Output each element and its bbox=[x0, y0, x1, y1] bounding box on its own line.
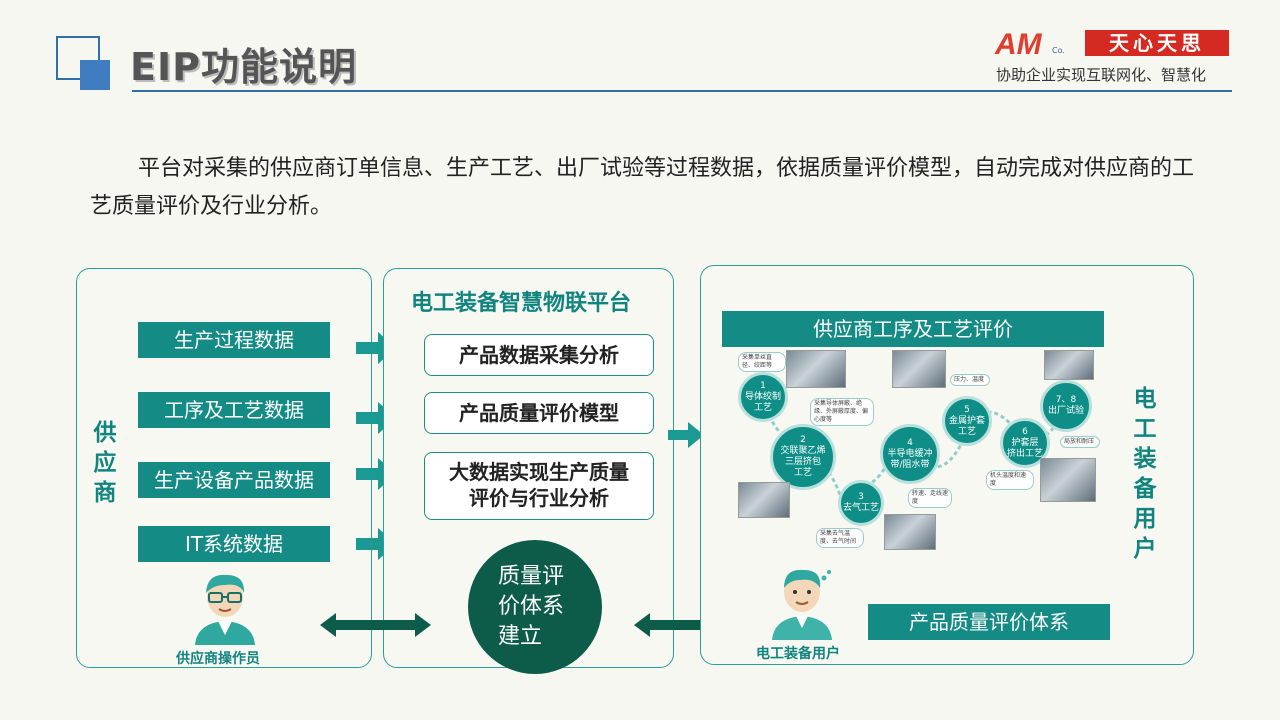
equipment-photo bbox=[786, 350, 846, 388]
equipment-photo bbox=[1044, 350, 1094, 380]
parameter-tag: 局放和耐压 bbox=[1060, 436, 1100, 448]
supplier-item: 生产设备产品数据 bbox=[138, 462, 330, 498]
arrow-right-icon bbox=[668, 422, 704, 448]
parameter-tag: 采集去气温度、去气时间 bbox=[816, 528, 864, 548]
company-logo-text: 天心天思 bbox=[1085, 30, 1229, 56]
supplier-operator-caption: 供应商操作员 bbox=[176, 651, 260, 667]
logo-suffix: Co. bbox=[1052, 46, 1065, 55]
supplier-operator-avatar-icon bbox=[195, 574, 255, 645]
company-logo-mark: AM bbox=[995, 28, 1042, 61]
page-title: EIP功能说明 bbox=[130, 45, 357, 89]
equipment-user-caption: 电工装备用户 bbox=[756, 646, 840, 662]
parameter-tag: 压力、温度 bbox=[950, 374, 990, 386]
platform-title: 电工装备智慧物联平台 bbox=[411, 291, 632, 316]
double-arrow-right-icon bbox=[634, 613, 730, 637]
equipment-photo bbox=[1040, 458, 1096, 502]
user-label: 电工装备用户 bbox=[1133, 386, 1157, 562]
header-divider bbox=[132, 90, 1232, 92]
product-quality-system-box: 产品质量评价体系 bbox=[868, 604, 1110, 640]
equipment-photo bbox=[738, 482, 790, 518]
title-decoration-square bbox=[56, 36, 100, 80]
platform-item: 大数据实现生产质量 评价与行业分析 bbox=[424, 452, 654, 520]
intro-paragraph: 平台对采集的供应商订单信息、生产工艺、出厂试验等过程数据，依据质量评价模型，自动… bbox=[90, 156, 1195, 219]
equipment-user-avatar-icon bbox=[772, 569, 832, 640]
equipment-photo bbox=[884, 514, 936, 550]
platform-item: 产品质量评价模型 bbox=[424, 392, 654, 434]
supplier-item: 工序及工艺数据 bbox=[138, 392, 330, 428]
parameter-tag: 机头温度和速度 bbox=[986, 470, 1034, 490]
platform-item: 产品数据采集分析 bbox=[424, 334, 654, 376]
supplier-label: 供应商 bbox=[93, 420, 117, 506]
process-evaluation-title: 供应商工序及工艺评价 bbox=[722, 311, 1104, 347]
parameter-tag: 转速、走线速度 bbox=[908, 488, 952, 508]
company-slogan: 协助企业实现互联网化、智慧化 bbox=[996, 66, 1207, 84]
double-arrow-left-icon bbox=[320, 613, 431, 637]
title-decoration-square-filled bbox=[80, 60, 110, 90]
equipment-photo bbox=[892, 350, 946, 388]
supplier-item: IT系统数据 bbox=[138, 526, 330, 562]
quality-system-circle: 质量评 价体系 建立 bbox=[468, 540, 602, 674]
supplier-item: 生产过程数据 bbox=[138, 322, 330, 358]
parameter-tag: 采集单丝直径、绞距等 bbox=[738, 352, 786, 372]
parameter-tag: 采集导体屏蔽、绝缘、外屏蔽厚度、偏心度等 bbox=[810, 398, 874, 426]
